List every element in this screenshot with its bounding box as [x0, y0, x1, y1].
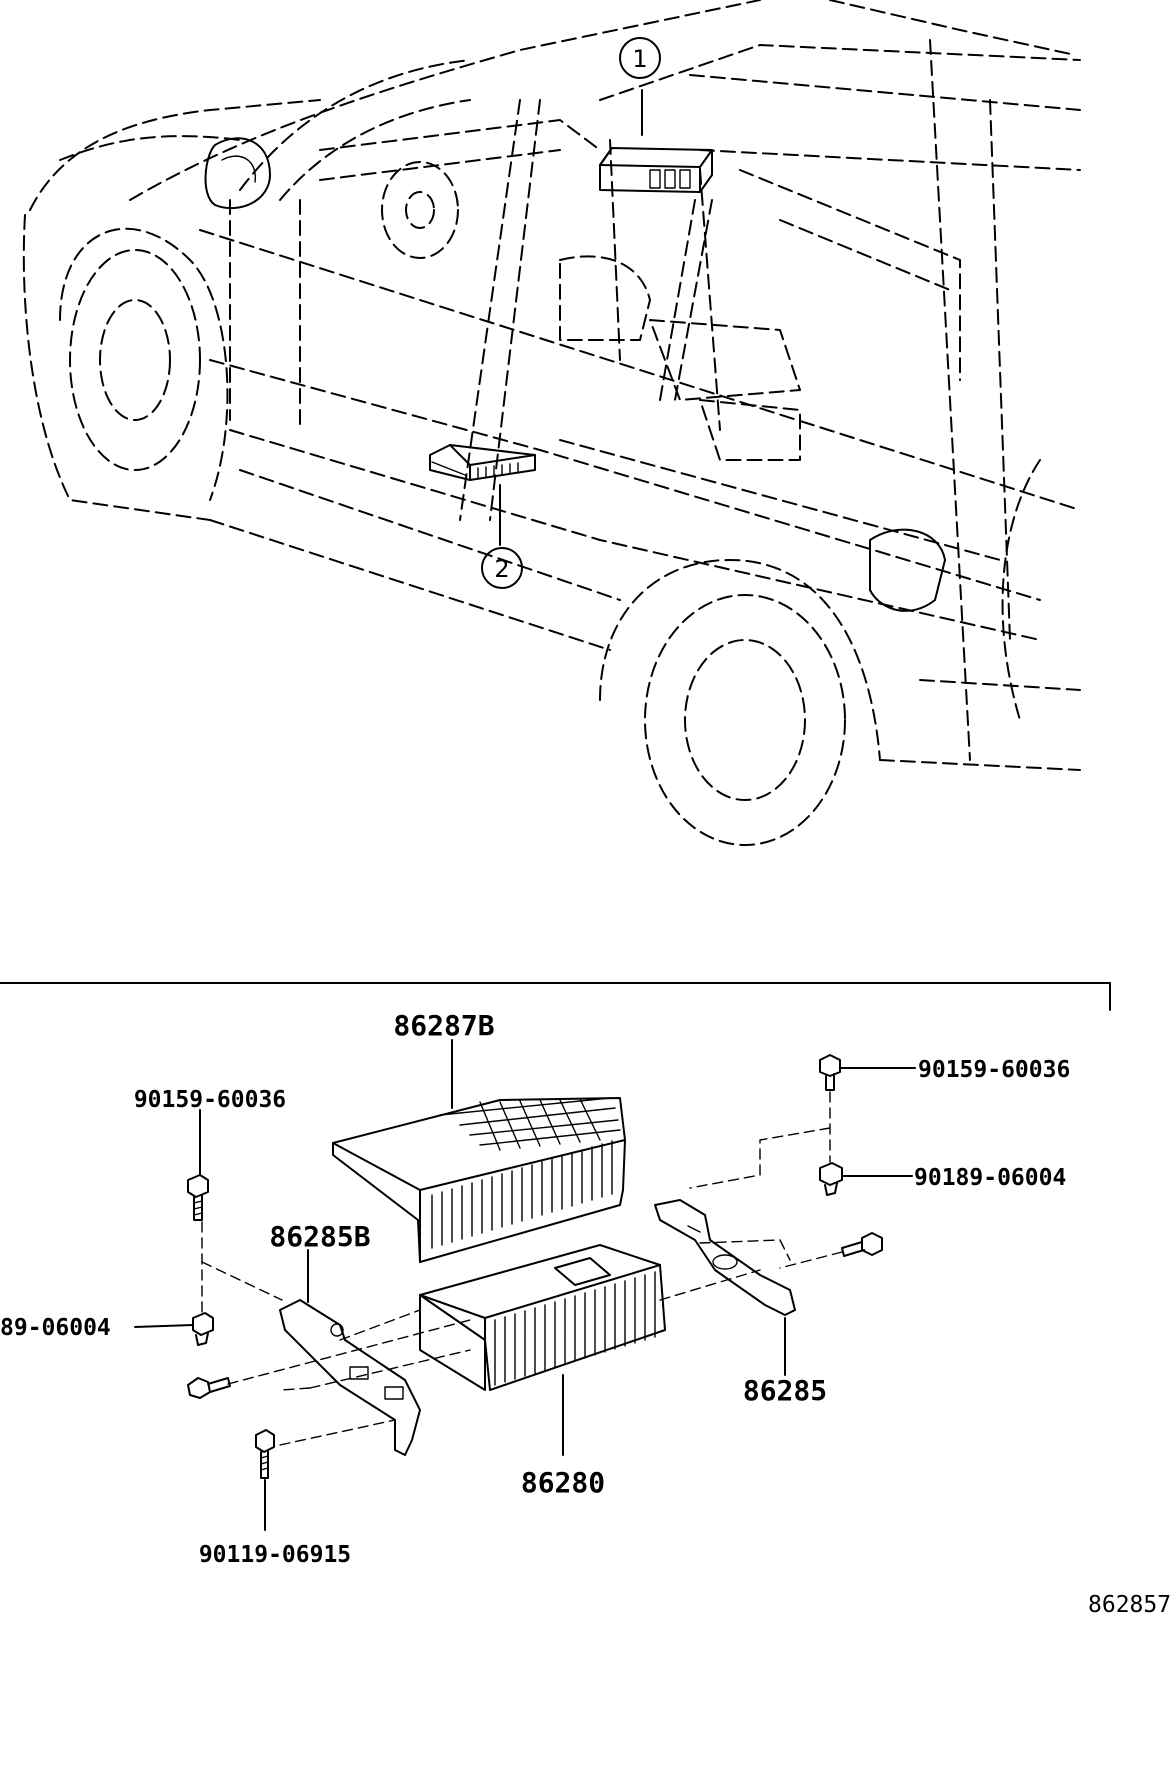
label-86287B: 86287B	[393, 1009, 494, 1042]
label-nut-left: 89-06004	[0, 1315, 111, 1341]
overhead-unit	[599, 89, 713, 193]
callout-1: 1	[632, 45, 647, 73]
assembly-lines	[201, 1091, 843, 1446]
callout-circle-2	[481, 547, 523, 589]
label-86285B: 86285B	[269, 1220, 370, 1253]
under-seat-amplifier	[429, 444, 536, 546]
figure-code: 862857	[1088, 1592, 1170, 1618]
label-screw-top-right: 90159-60036	[918, 1057, 1070, 1083]
vehicle-illustration	[22, 0, 1081, 846]
right-bracket	[654, 1199, 796, 1376]
label-screw-top-left: 90159-60036	[134, 1087, 286, 1113]
nut-right	[819, 1162, 913, 1196]
section-frame	[0, 982, 1111, 1011]
callout-circle-1	[619, 37, 661, 79]
left-bracket	[279, 1249, 421, 1456]
label-86280: 86280	[521, 1466, 605, 1499]
screw-top-right	[819, 1054, 916, 1091]
bolt-left	[187, 1377, 231, 1399]
label-86285: 86285	[743, 1374, 827, 1407]
nut-left	[134, 1312, 214, 1346]
amplifier-cover	[332, 1039, 626, 1263]
screw-top-left	[187, 1109, 209, 1221]
amplifier-unit	[419, 1244, 666, 1456]
callout-2: 2	[494, 555, 509, 583]
label-nut-right: 90189-06004	[914, 1165, 1066, 1191]
label-bolt-bottom: 90119-06915	[199, 1542, 351, 1568]
bolt-right	[841, 1232, 883, 1257]
bolt-bottom	[255, 1429, 275, 1531]
